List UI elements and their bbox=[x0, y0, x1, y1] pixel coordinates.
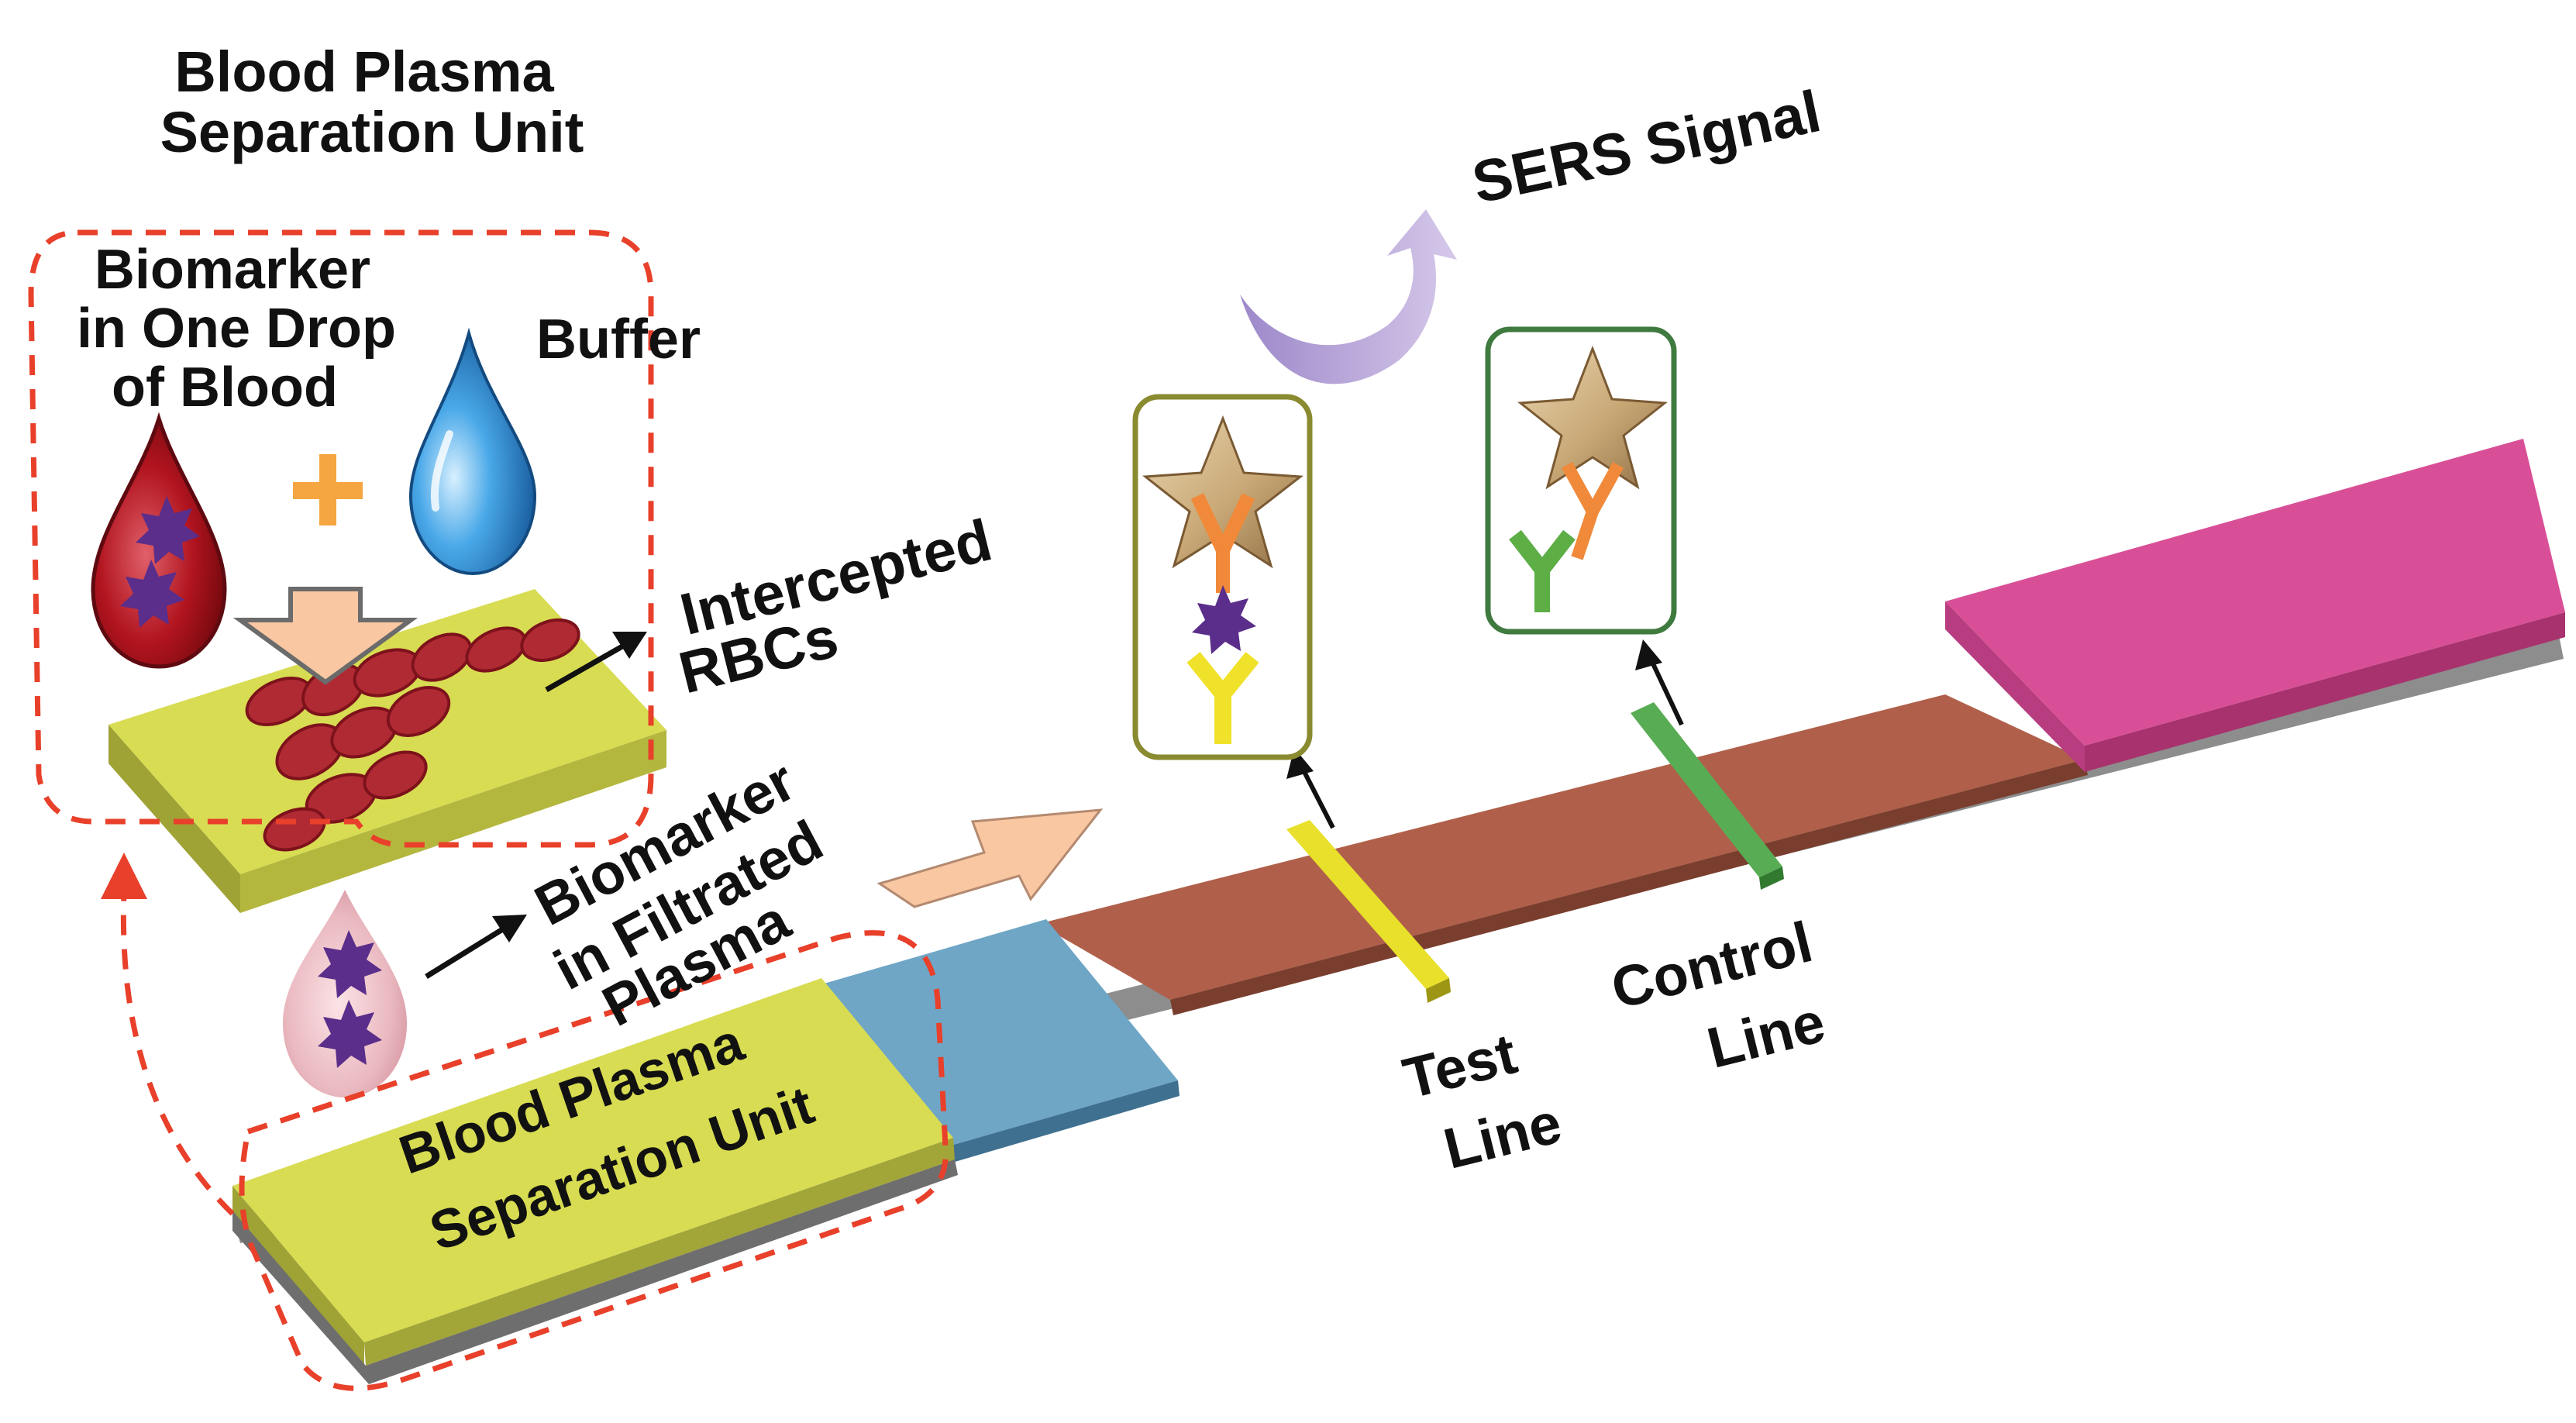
control-callout-line bbox=[1648, 657, 1684, 726]
control-zoom-box bbox=[1485, 326, 1677, 635]
capture-antibody-icon bbox=[1186, 652, 1259, 744]
dashed-outlines bbox=[28, 229, 949, 1391]
buffer-drop-icon bbox=[408, 327, 537, 576]
test-line-label-1: Test bbox=[1397, 1021, 1523, 1111]
separation-unit-detail bbox=[108, 587, 666, 913]
absorbent-pad-front bbox=[1945, 601, 2085, 772]
return-dashed-path bbox=[120, 891, 235, 1216]
separation-unit-strip-side bbox=[364, 1138, 955, 1366]
rbc-cell bbox=[386, 686, 451, 737]
blood-drop bbox=[91, 412, 227, 669]
test-callout-line bbox=[1300, 766, 1335, 829]
buffer-label: Buffer bbox=[536, 308, 701, 370]
flow-block-arrow bbox=[876, 808, 1104, 908]
intercepted-pointer bbox=[545, 632, 647, 693]
test-line-label-2: Line bbox=[1438, 1091, 1568, 1181]
biomarker-blood-line2: in One Drop bbox=[77, 298, 396, 360]
separation-unit-dashed-outline bbox=[28, 229, 654, 848]
strip-unit-dashed-outline bbox=[239, 930, 949, 1391]
control-detection-antibody-icon bbox=[1561, 462, 1624, 560]
control-callout-arrow bbox=[1635, 639, 1684, 726]
control-sers-tag-star-icon bbox=[1517, 345, 1668, 490]
biomarker-icon bbox=[318, 930, 382, 998]
filter-pad-side bbox=[240, 730, 666, 913]
lateral-flow-strip bbox=[232, 439, 2565, 1384]
down-flow-arrow bbox=[232, 587, 418, 685]
captured-biomarker-icon bbox=[1192, 585, 1256, 654]
control-line-label-2: Line bbox=[1701, 990, 1831, 1080]
rbc-cell bbox=[411, 632, 473, 682]
test-line-bar bbox=[1286, 820, 1449, 989]
intercepted-arrowhead bbox=[612, 632, 647, 659]
nitrocellulose-membrane bbox=[1038, 694, 2085, 1000]
sers-signal-label: SERS Signal bbox=[1467, 78, 1827, 216]
dashed-arrowhead bbox=[101, 853, 147, 899]
plasma-drop bbox=[283, 890, 407, 1097]
biomarker-icon bbox=[136, 496, 200, 564]
buffer-drop bbox=[408, 327, 537, 576]
intercepted-rbcs bbox=[245, 618, 580, 852]
top-title-line2: Separation Unit bbox=[160, 100, 584, 164]
biomarker-blood-line3: of Blood bbox=[112, 357, 338, 419]
control-antibody-icon bbox=[1509, 529, 1576, 612]
biomarker-blood-line1: Biomarker bbox=[95, 239, 370, 301]
absorbent-pad-side bbox=[2085, 612, 2565, 772]
rbc-cell bbox=[520, 618, 580, 663]
test-callout-arrow bbox=[1286, 748, 1335, 829]
top-title-line1: Blood Plasma bbox=[174, 40, 554, 104]
control-line-bar bbox=[1631, 702, 1782, 877]
sers-signal-arrow bbox=[1240, 209, 1457, 384]
absorbent-pad-top bbox=[1945, 439, 2565, 746]
separation-unit-strip-front bbox=[232, 1186, 364, 1366]
plasma-drop-icon bbox=[283, 890, 407, 1097]
control-callout-head bbox=[1635, 639, 1662, 670]
plus-icon-v bbox=[319, 454, 336, 525]
biomarker-icon bbox=[120, 560, 184, 628]
separation-unit-strip-top bbox=[232, 978, 953, 1342]
test-line-bar-side bbox=[1426, 978, 1451, 1003]
conjugate-pad-side bbox=[945, 1080, 1180, 1164]
intercepted-label-line1: Intercepted bbox=[674, 507, 998, 648]
intercepted-arrow-line bbox=[545, 640, 629, 693]
filtrated-pointer bbox=[425, 915, 527, 979]
rbc-cell bbox=[363, 750, 428, 800]
test-zoom-box bbox=[1132, 394, 1313, 760]
filtrated-arrowhead bbox=[492, 915, 527, 942]
buffer-drop-highlight bbox=[430, 430, 453, 512]
plus-icon bbox=[293, 454, 363, 525]
biomarker-icon bbox=[318, 1000, 382, 1068]
filtrated-arrow-line bbox=[425, 924, 509, 979]
control-line-bar-side bbox=[1759, 867, 1784, 890]
sers-curved-arrow bbox=[1240, 209, 1457, 384]
